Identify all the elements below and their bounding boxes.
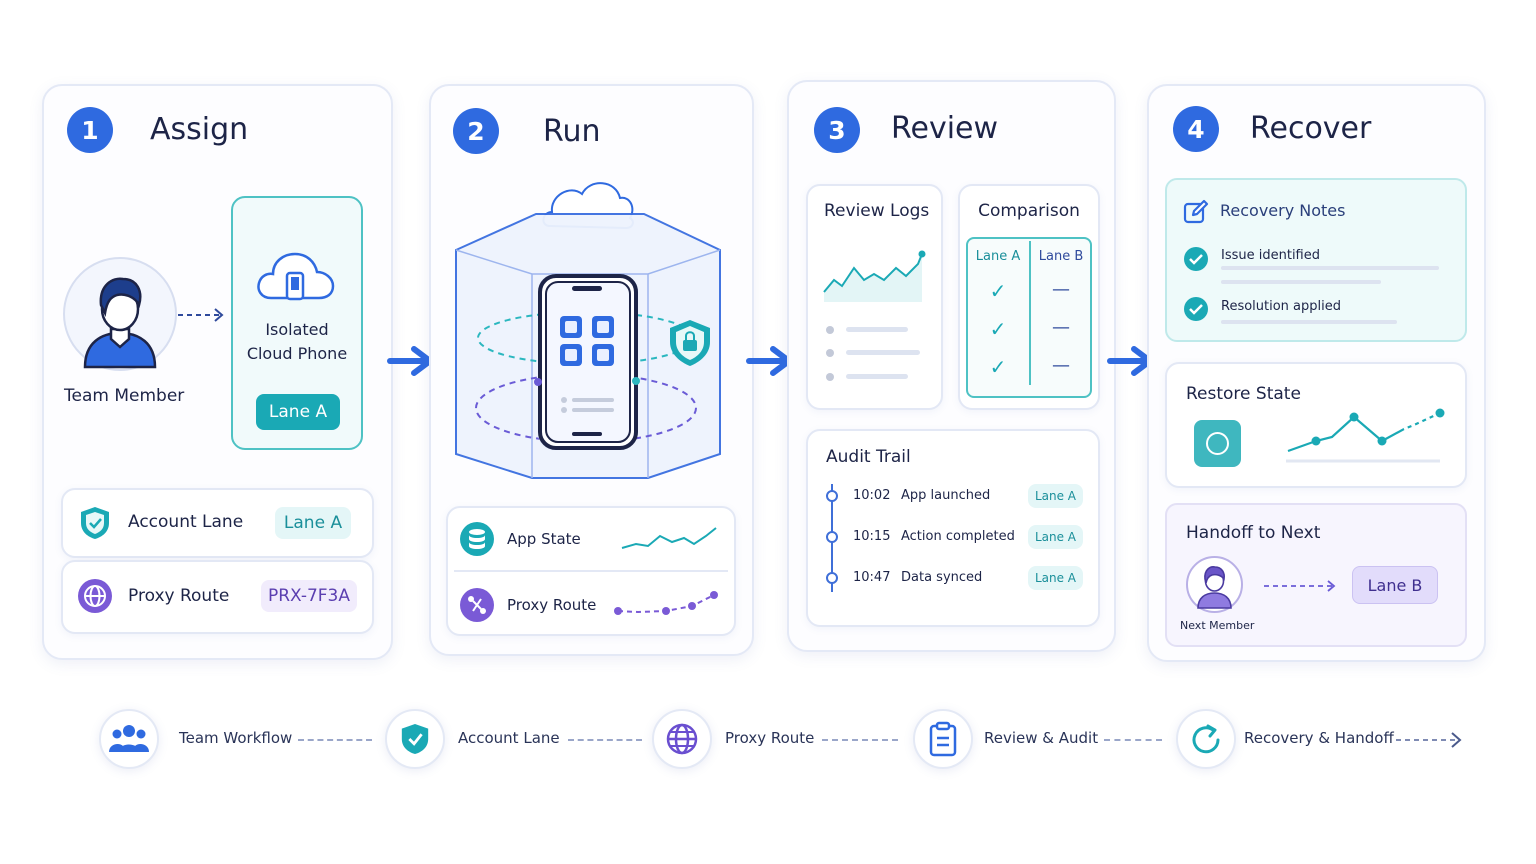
legend-connector — [298, 739, 372, 741]
log-dot — [826, 326, 834, 334]
audit-time: 10:15 — [853, 529, 891, 544]
audit-time: 10:47 — [853, 570, 891, 585]
review-logs-title: Review Logs — [824, 201, 930, 221]
next-member-label: Next Member — [1180, 619, 1255, 632]
comparison-cell-b: — — [1052, 355, 1070, 376]
legend-team-circle — [99, 709, 159, 769]
globe-icon — [78, 579, 112, 613]
account-lane-label: Account Lane — [128, 512, 244, 532]
comparison-col-a: Lane A — [975, 249, 1021, 264]
team-icon — [109, 725, 149, 752]
audit-node — [826, 490, 838, 502]
legend-refresh-circle — [1176, 709, 1236, 769]
comparison-cell-a: ✓ — [989, 317, 1007, 341]
edit-icon — [1183, 199, 1209, 224]
restore-state-chart — [1286, 408, 1445, 463]
cloud-phone-icon — [257, 252, 335, 301]
audit-event: Data synced — [901, 570, 983, 585]
review-logs-chart — [823, 250, 926, 302]
legend-label: Review & Audit — [984, 729, 1099, 747]
team-member-label: Team Member — [64, 386, 185, 406]
app-state-label: App State — [507, 530, 581, 548]
proxy-route-badge: PRX-7F3A — [261, 580, 357, 612]
dashed-arrow-icon — [1396, 732, 1462, 748]
recovery-note-item: Issue identified — [1221, 248, 1320, 263]
audit-lane-badge: Lane A — [1028, 525, 1083, 549]
check-circle-icon — [1184, 247, 1208, 271]
note-line — [1221, 320, 1397, 324]
cloud-phone-line1: Isolated — [265, 320, 329, 339]
audit-node — [826, 531, 838, 543]
recovery-notes-title: Recovery Notes — [1220, 201, 1346, 220]
proxy-route-dots — [614, 591, 718, 615]
cloud-phone-lane-badge: Lane A — [256, 394, 340, 430]
audit-lane-badge: Lane A — [1028, 484, 1083, 508]
log-dot — [826, 349, 834, 357]
step-title-run: Run — [543, 114, 601, 149]
cloud-container-illustration — [455, 182, 721, 479]
panel-divider — [454, 570, 728, 572]
legend-label: Proxy Route — [725, 729, 815, 747]
proxy-route-label: Proxy Route — [128, 586, 230, 606]
comparison-cell-a: ✓ — [989, 355, 1007, 379]
legend-connector — [1104, 739, 1162, 741]
handoff-title: Handoff to Next — [1186, 523, 1321, 543]
legend-connector — [822, 739, 898, 741]
comparison-col-b: Lane B — [1038, 249, 1084, 264]
legend-label: Account Lane — [458, 729, 560, 747]
shield-icon — [81, 507, 109, 539]
legend-label: Team Workflow — [179, 729, 293, 747]
step-title-review: Review — [891, 111, 999, 146]
route-icon — [460, 588, 494, 622]
restore-state-title: Restore State — [1186, 384, 1301, 404]
next-lane-badge: Lane B — [1352, 566, 1438, 604]
step-number-4: 4 — [1173, 106, 1219, 152]
account-lane-badge: Lane A — [275, 507, 351, 539]
restore-ring-icon — [1206, 432, 1229, 455]
comparison-cell-b: — — [1052, 279, 1070, 300]
comparison-column-divider — [1029, 241, 1031, 385]
cloud-phone-line2: Cloud Phone — [246, 344, 348, 363]
globe-icon — [666, 723, 698, 755]
step-title-assign: Assign — [150, 112, 249, 147]
app-state-sparkline — [621, 527, 717, 549]
audit-lane-badge: Lane A — [1028, 566, 1083, 590]
step-number-1: 1 — [67, 107, 113, 153]
refresh-icon — [1192, 724, 1220, 754]
log-line — [846, 327, 908, 332]
step-number-2: 2 — [453, 108, 499, 154]
recovery-note-item: Resolution applied — [1221, 299, 1342, 314]
log-line — [846, 350, 920, 355]
step-number-3: 3 — [814, 107, 860, 153]
comparison-title: Comparison — [978, 201, 1080, 221]
note-line — [1221, 266, 1439, 270]
audit-trail-title: Audit Trail — [826, 447, 911, 467]
user-icon — [83, 277, 157, 369]
dashed-arrow-icon — [178, 308, 224, 322]
step-title-recover: Recover — [1250, 111, 1372, 146]
dashed-arrow-icon — [1264, 580, 1336, 592]
shield-icon — [401, 723, 429, 755]
clipboard-icon — [929, 721, 957, 757]
run-proxy-route-label: Proxy Route — [507, 596, 597, 614]
note-line — [1221, 280, 1381, 284]
check-circle-icon — [1184, 297, 1208, 321]
recovery-notes-panel — [1165, 178, 1467, 342]
legend-label: Recovery & Handoff — [1244, 729, 1394, 747]
user-icon — [1197, 566, 1232, 609]
comparison-cell-a: ✓ — [989, 279, 1007, 303]
database-icon — [460, 522, 494, 556]
audit-time: 10:02 — [853, 488, 891, 503]
audit-node — [826, 572, 838, 584]
audit-event: Action completed — [901, 529, 1015, 544]
log-dot — [826, 373, 834, 381]
log-line — [846, 374, 908, 379]
comparison-cell-b: — — [1052, 317, 1070, 338]
audit-event: App launched — [901, 488, 991, 503]
legend-connector — [568, 739, 642, 741]
